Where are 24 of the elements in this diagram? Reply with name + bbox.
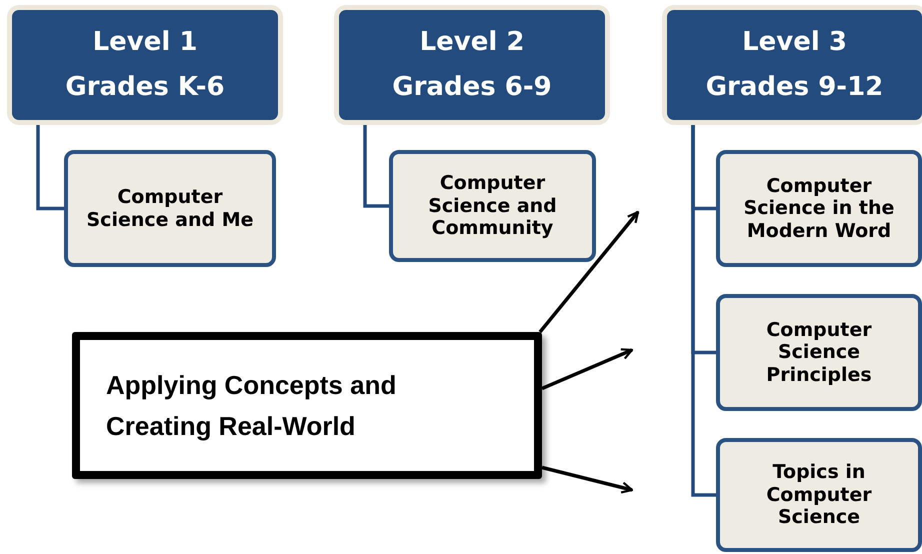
- level-header-box: [339, 10, 605, 120]
- callout-text: Applying Concepts and Creating Real-World: [106, 369, 398, 442]
- header-text: Level 1: [92, 26, 198, 58]
- header-text: Grades 9-12: [706, 71, 884, 104]
- course-title: Computer Science and Community: [427, 172, 558, 240]
- course-box: [389, 150, 596, 262]
- level-header-box: [12, 10, 278, 120]
- level-header-box: [667, 10, 922, 120]
- course-title: Topics in Computer Science: [765, 461, 873, 529]
- course-title: Computer Science and Me: [86, 186, 254, 231]
- course-box: [716, 438, 922, 552]
- header-text: Level 3: [742, 26, 847, 58]
- header-text: Grades K-6: [65, 71, 225, 104]
- callout-box: [72, 332, 542, 479]
- header-text: Level 2: [420, 26, 524, 58]
- course-box: [716, 150, 922, 267]
- header-text: Grades 6-9: [392, 71, 552, 104]
- course-title: Computer Science Principles: [765, 318, 873, 386]
- arrow: [542, 466, 634, 494]
- course-title: Computer Science in the Modern Word: [742, 174, 896, 242]
- course-box: [64, 150, 276, 267]
- arrow: [538, 210, 640, 334]
- course-box: [716, 294, 922, 411]
- arrow: [541, 348, 634, 390]
